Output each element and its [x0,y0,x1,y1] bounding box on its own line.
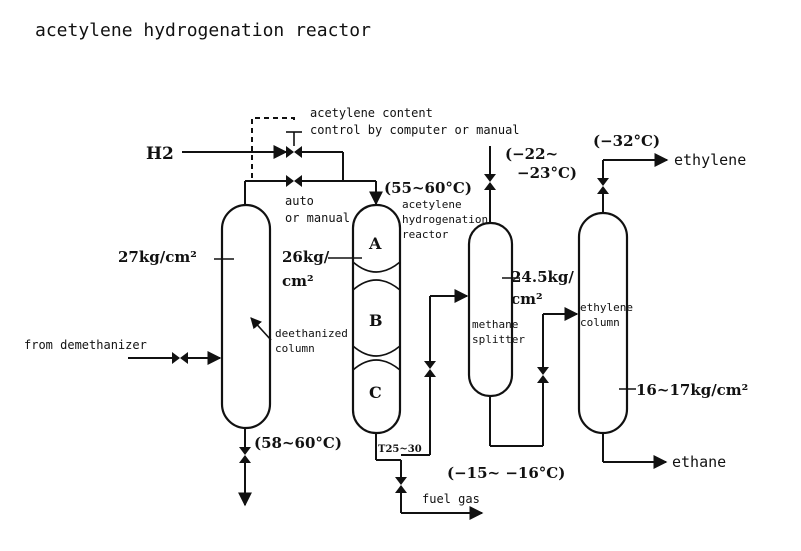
fuel-gas-label: fuel gas [422,492,480,506]
methane-splitter [467,221,514,398]
splitter-top-temp-1: (−22~ [505,145,558,163]
ethylene-product-label: ethylene [674,151,746,169]
fuel-gas-valve [395,477,407,493]
splitter-feed-valve [424,361,436,377]
reactor-label-1: acetylene [402,198,462,211]
splitter-overhead-valve [484,174,496,190]
ethane-product-label: ethane [672,453,726,471]
ethylene-column-label-2: column [580,316,620,329]
reactor-label-2: hydrogenation [402,213,488,226]
bed-c-label: C [369,383,382,402]
deethanizer-bottom-valve [239,447,251,463]
control-signal-line [251,117,295,178]
ethylene-column-label-1: ethylene [580,301,633,314]
reactor-pressure-1: 26kg/ [282,248,330,266]
methane-label-1: methane [472,318,518,331]
from-demethanizer-label: from demethanizer [24,338,147,352]
reactor-outlet-temp: T25~30 [378,444,422,455]
ethylene-column-feed-valve [537,367,549,383]
deethanizer-pressure: 27kg/cm² [118,248,197,266]
deethanized-column [220,203,272,430]
control-label-line1: acetylene content [310,106,433,120]
deethanized-label-2: column [275,342,315,355]
diagram-title: acetylene hydrogenation reactor [35,20,371,41]
reactor-pressure-2: cm² [282,272,314,290]
bottom-temp: (−15~ −16°C) [447,464,565,482]
auto-label: auto [285,194,314,208]
bed-b-label: B [369,311,383,330]
ethylene-top-temp: (−32°C) [593,132,660,150]
reactor-label-3: reactor [402,228,449,241]
splitter-top-temp-2: −23°C) [517,164,577,182]
deethanizer-bottom-temp: (58~60°C) [254,434,342,452]
auto-manual-valve [286,175,302,187]
splitter-pressure-1: 24.5kg/ [511,268,574,286]
deethanized-label-1: deethanized [275,327,348,340]
h2-label: H2 [146,144,174,164]
control-label-line2: control by computer or manual [310,123,520,137]
methane-label-2: splitter [472,333,525,346]
h2-control-valve [286,146,302,158]
or-manual-label: or manual [285,211,350,225]
deethanized-pointer [250,317,272,341]
ethylene-column-pressure: 16~17kg/cm² [636,381,748,399]
reactor-inlet-temp: (55~60°C) [384,179,472,197]
bed-a-label: A [368,234,382,253]
feed-valve [172,352,188,364]
ethylene-overhead-valve [597,178,609,194]
splitter-pressure-2: cm² [511,290,543,308]
